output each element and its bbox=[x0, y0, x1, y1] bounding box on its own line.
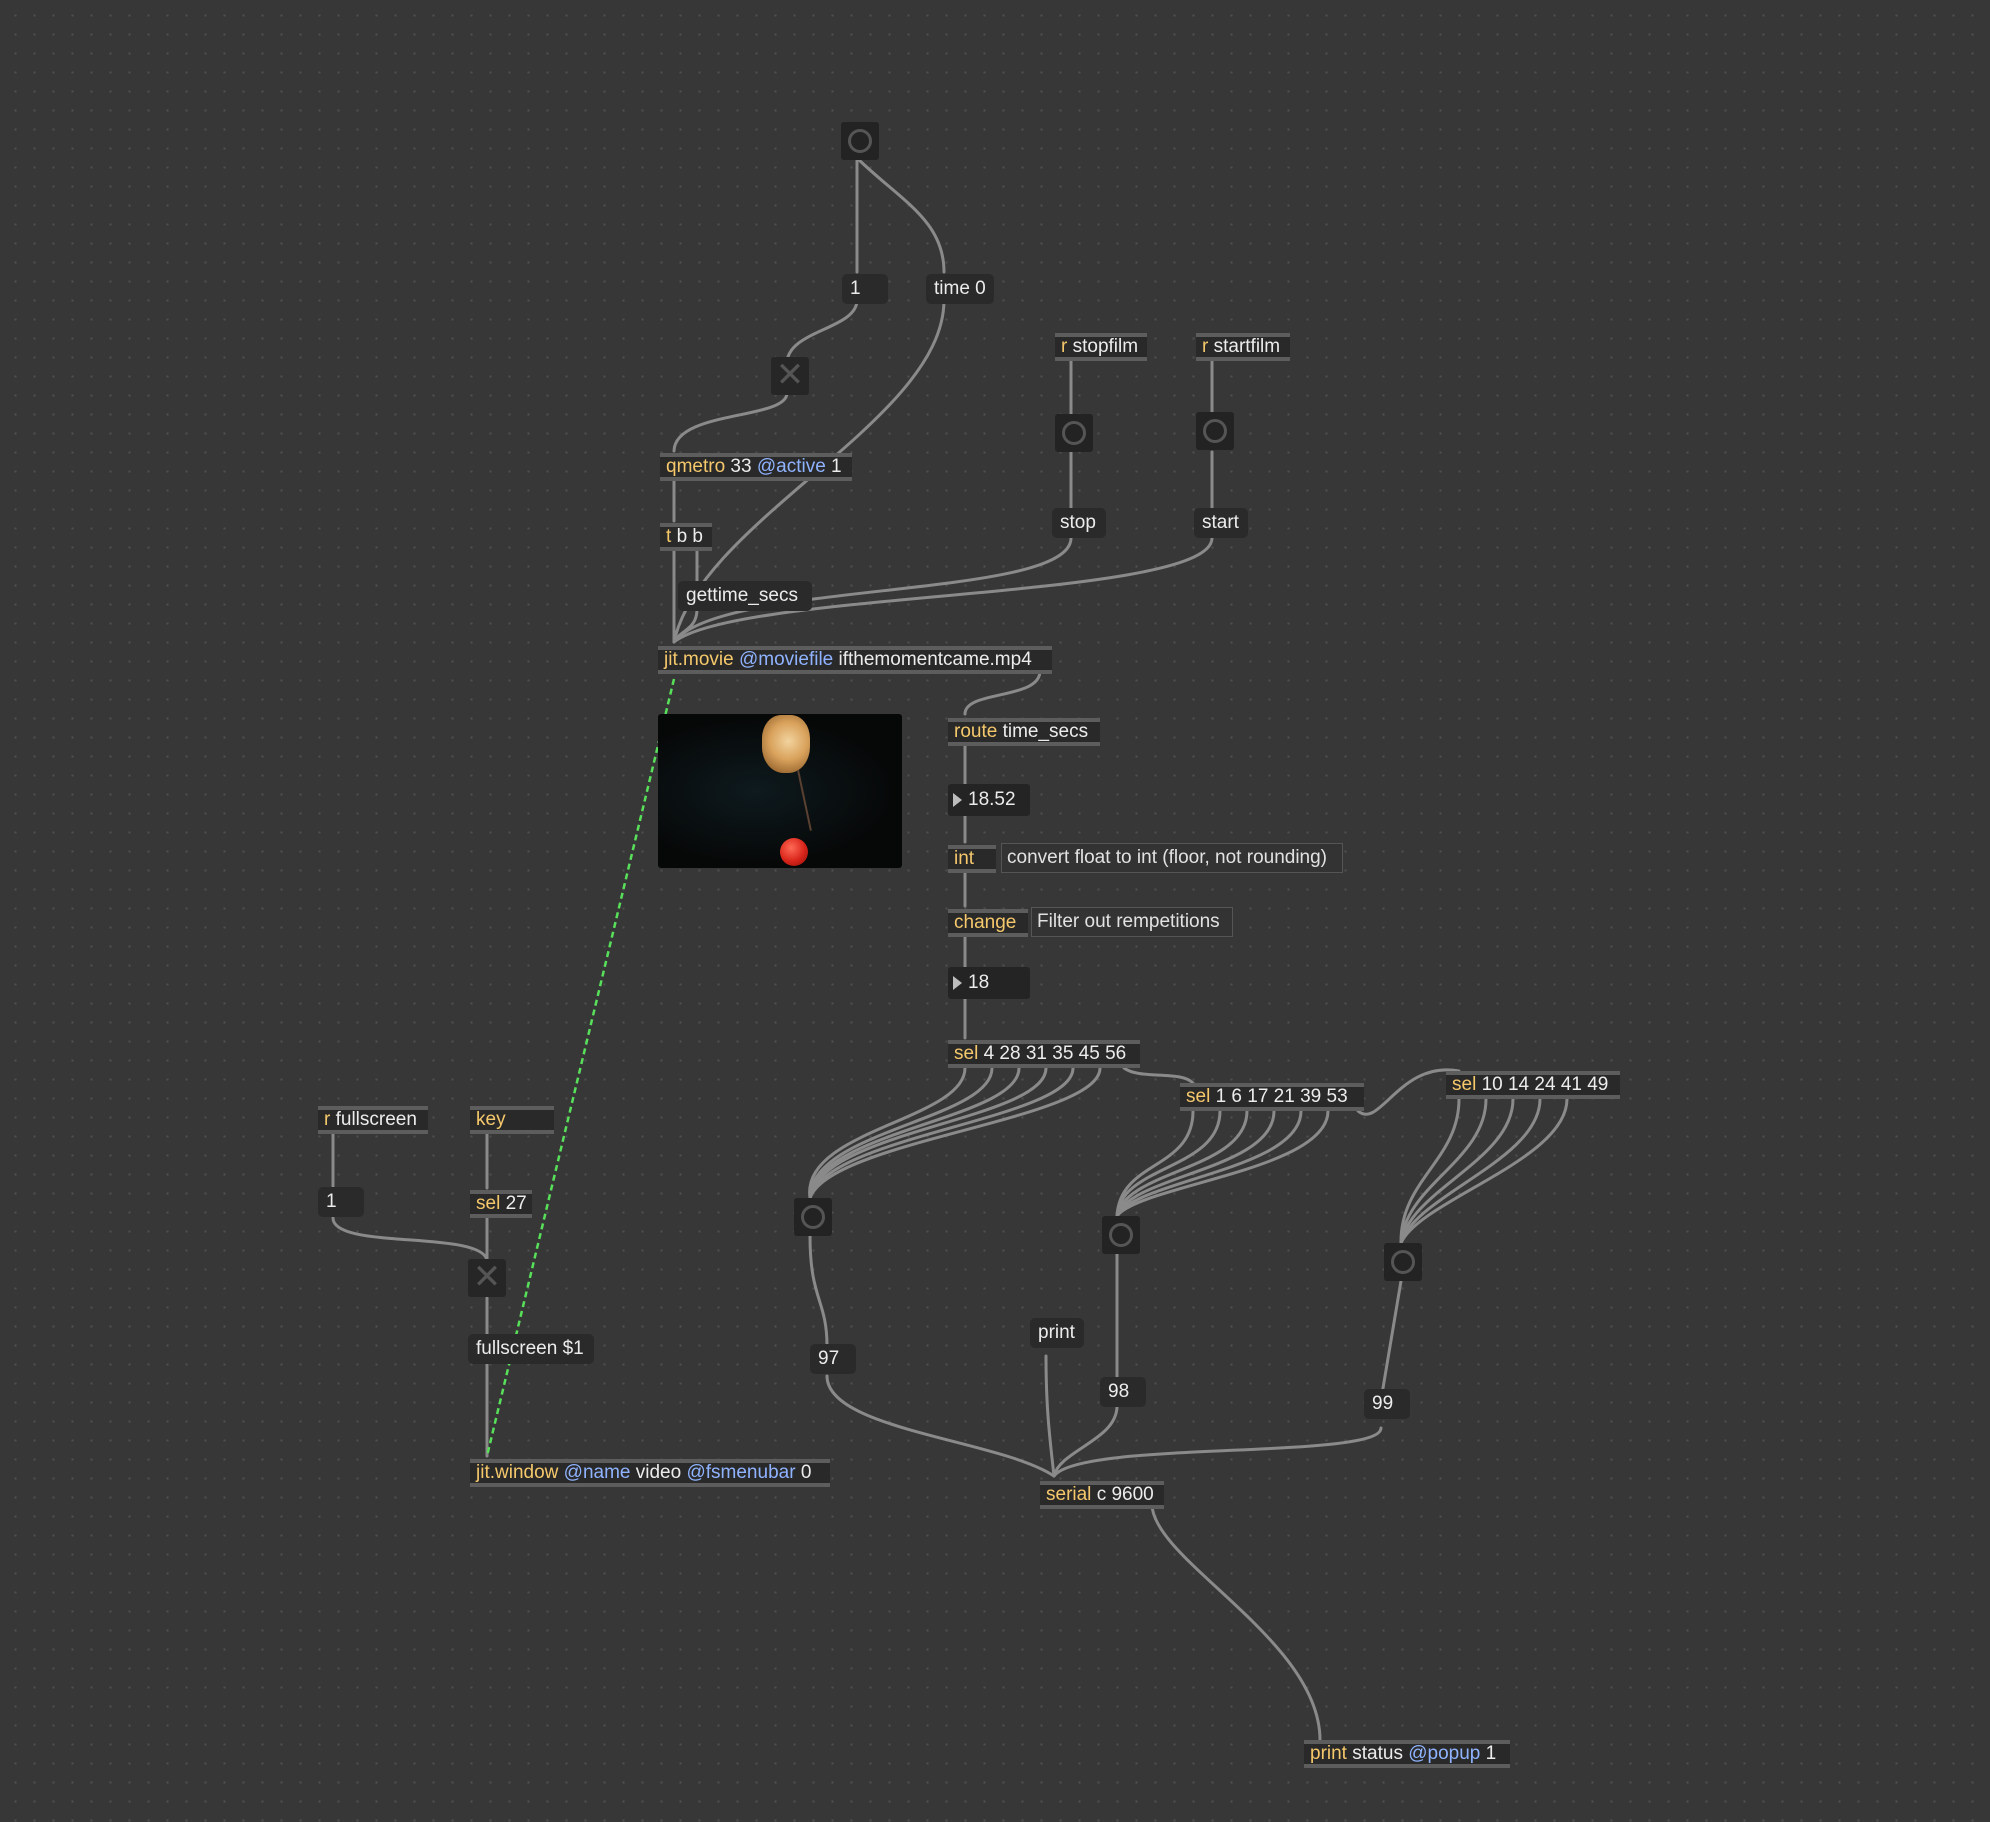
message-start[interactable]: start bbox=[1194, 508, 1248, 538]
bang-icon bbox=[1391, 1250, 1415, 1274]
patch-cord bbox=[672, 391, 789, 453]
message-gettime[interactable]: gettime_secs bbox=[678, 581, 812, 611]
patch-cord bbox=[808, 1066, 1102, 1200]
sel-object-b[interactable]: sel 1 6 17 21 39 53 bbox=[1180, 1083, 1364, 1111]
patch-cord bbox=[1052, 1426, 1383, 1478]
bang-icon bbox=[1062, 421, 1086, 445]
change-object[interactable]: change bbox=[948, 909, 1028, 937]
sel-27-object[interactable]: sel 27 bbox=[470, 1190, 532, 1218]
r-fullscreen-object[interactable]: r fullscreen bbox=[318, 1106, 428, 1134]
patch-cord bbox=[808, 1066, 1021, 1200]
bang-icon bbox=[801, 1205, 825, 1229]
patch-cord bbox=[1044, 1354, 1056, 1478]
bang-97[interactable] bbox=[794, 1198, 832, 1236]
r-startfilm-object[interactable]: r startfilm bbox=[1196, 333, 1290, 361]
patch-cord bbox=[808, 1066, 1075, 1200]
jit-window-object[interactable]: jit.window @name video @fsmenubar 0 bbox=[470, 1459, 830, 1487]
route-object[interactable]: route time_secs bbox=[948, 718, 1100, 746]
patch-cord bbox=[1115, 1109, 1222, 1218]
bang-98[interactable] bbox=[1102, 1216, 1140, 1254]
int-number-box[interactable]: 18 bbox=[948, 967, 1030, 999]
toggle-x-icon: ✕ bbox=[775, 356, 805, 394]
message-print[interactable]: print bbox=[1030, 1318, 1084, 1348]
jit-movie-object[interactable]: jit.movie @moviefile ifthemomentcame.mp4 bbox=[658, 646, 1052, 674]
patch-cord bbox=[1399, 1097, 1461, 1245]
message-fullscreen[interactable]: fullscreen $1 bbox=[468, 1334, 594, 1364]
bang-99[interactable] bbox=[1384, 1243, 1422, 1281]
patch-cord bbox=[1115, 1109, 1195, 1218]
qmetro-object[interactable]: qmetro 33 @active 1 bbox=[660, 453, 852, 481]
sel-object-a[interactable]: sel 4 28 31 35 45 56 bbox=[948, 1040, 1140, 1068]
message-time-zero[interactable]: time 0 bbox=[926, 274, 994, 304]
patch-cord bbox=[1052, 1404, 1119, 1478]
toggle-x-icon: ✕ bbox=[472, 1258, 502, 1296]
patch-cord bbox=[1379, 1279, 1403, 1402]
patch-cord bbox=[1399, 1097, 1569, 1245]
bang-icon bbox=[1203, 419, 1227, 443]
hand-shape bbox=[762, 715, 810, 773]
patch-cord bbox=[808, 1066, 994, 1200]
patch-cord bbox=[1115, 1109, 1303, 1218]
patch-cord bbox=[1115, 1109, 1249, 1218]
toggle-fullscreen[interactable]: ✕ bbox=[468, 1259, 506, 1297]
message-one[interactable]: 1 bbox=[842, 274, 888, 304]
message-stop[interactable]: stop bbox=[1052, 508, 1106, 538]
patch-cord bbox=[1150, 1502, 1322, 1742]
patch-cord bbox=[825, 1374, 1056, 1478]
int-object[interactable]: int bbox=[948, 845, 996, 873]
print-status-object[interactable]: print status @popup 1 bbox=[1304, 1740, 1510, 1768]
number-triangle-icon bbox=[953, 976, 962, 990]
patch-cord bbox=[1399, 1097, 1488, 1245]
patch-cord bbox=[1356, 1068, 1461, 1116]
trigger-object[interactable]: t b b bbox=[660, 523, 712, 551]
patch-cord bbox=[855, 156, 946, 274]
bang-icon bbox=[1109, 1223, 1133, 1247]
patch-cord bbox=[963, 669, 1042, 716]
patch-cord bbox=[808, 1234, 829, 1348]
int-comment: convert float to int (floor, not roundin… bbox=[1001, 843, 1343, 873]
patch-cord bbox=[808, 1066, 1048, 1200]
message-97[interactable]: 97 bbox=[810, 1344, 856, 1374]
bang-stop[interactable] bbox=[1055, 414, 1093, 452]
patch-cord bbox=[331, 1216, 489, 1262]
number-triangle-icon bbox=[953, 793, 962, 807]
message-98[interactable]: 98 bbox=[1100, 1377, 1146, 1407]
message-99[interactable]: 99 bbox=[1364, 1389, 1410, 1419]
patch-cord bbox=[1115, 1109, 1330, 1218]
sel-object-c[interactable]: sel 10 14 24 41 49 bbox=[1446, 1071, 1620, 1099]
key-object[interactable]: key bbox=[470, 1106, 554, 1134]
string-shape bbox=[797, 769, 812, 831]
bang-icon bbox=[848, 129, 872, 153]
patch-cord bbox=[808, 1066, 967, 1200]
bang-start-film[interactable] bbox=[1196, 412, 1234, 450]
patch-cord bbox=[1399, 1097, 1542, 1245]
toggle-metro[interactable]: ✕ bbox=[771, 357, 809, 395]
float-number-box[interactable]: 18.52 bbox=[948, 784, 1030, 816]
patch-cord bbox=[1122, 1066, 1195, 1085]
patch-cord bbox=[1399, 1097, 1515, 1245]
message-one-fullscreen[interactable]: 1 bbox=[318, 1187, 364, 1217]
patch-cord bbox=[1115, 1109, 1276, 1218]
bang-start[interactable] bbox=[841, 122, 879, 160]
r-stopfilm-object[interactable]: r stopfilm bbox=[1055, 333, 1147, 361]
red-ball-shape bbox=[780, 838, 808, 866]
video-preview-image bbox=[658, 714, 902, 868]
change-comment: Filter out rempetitions bbox=[1031, 907, 1233, 937]
serial-object[interactable]: serial c 9600 bbox=[1040, 1481, 1164, 1509]
patch-cord bbox=[672, 607, 699, 644]
